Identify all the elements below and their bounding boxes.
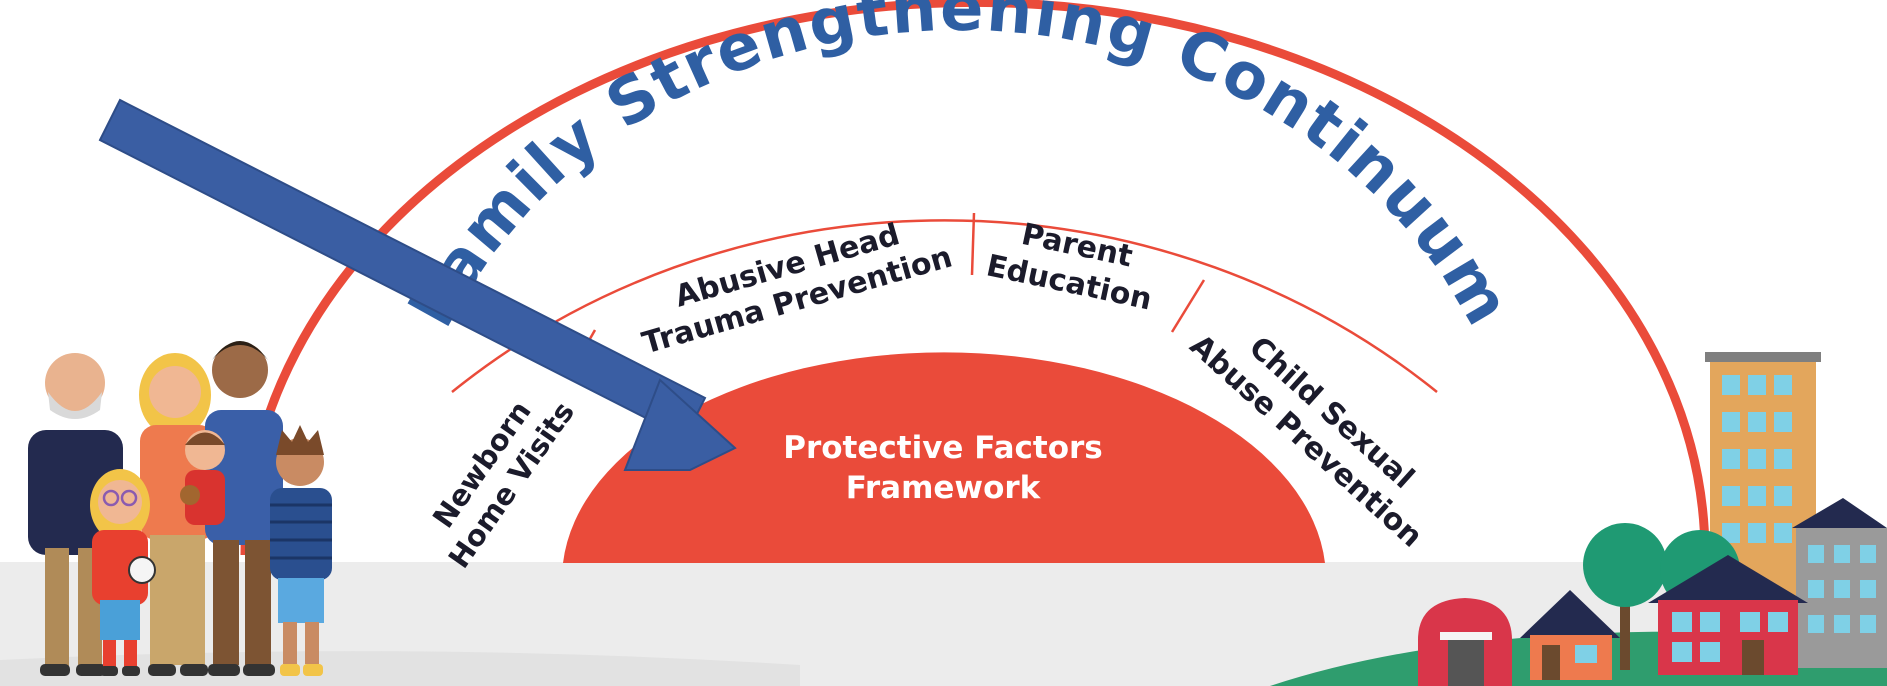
center-label-line1: Protective Factors bbox=[783, 430, 1103, 466]
neighborhood-illustration bbox=[1270, 352, 1887, 686]
pointer-arrow bbox=[98, 98, 737, 471]
segment-parent-education: Parent Education bbox=[983, 217, 1155, 318]
title: Family Strengthening Continuum bbox=[395, 0, 1525, 339]
dad-figure bbox=[205, 341, 283, 676]
barn bbox=[1418, 598, 1512, 686]
center-label-line2: Framework bbox=[846, 470, 1042, 506]
family-illustration bbox=[28, 341, 332, 676]
arrow-head-icon bbox=[623, 378, 737, 471]
segment-newborn-home-visits: Newborn Home Visits bbox=[426, 395, 581, 575]
girl-with-glasses-figure bbox=[90, 469, 156, 676]
orange-house bbox=[1520, 590, 1620, 680]
mom-figure bbox=[139, 353, 215, 676]
toddler-figure bbox=[180, 430, 225, 525]
title-text: Family Strengthening Continuum bbox=[395, 0, 1523, 339]
arrow-shaft-icon bbox=[98, 98, 707, 440]
center-dome bbox=[563, 352, 1325, 563]
outer-arc bbox=[240, 0, 1710, 556]
boy-figure bbox=[270, 425, 332, 676]
divider-2 bbox=[970, 212, 976, 276]
segment-abusive-head-trauma: Abusive Head Trauma Prevention bbox=[638, 217, 956, 361]
red-house bbox=[1648, 555, 1808, 675]
grey-building bbox=[1792, 498, 1887, 668]
divider-3 bbox=[1170, 279, 1206, 333]
inner-arc bbox=[451, 219, 1438, 393]
